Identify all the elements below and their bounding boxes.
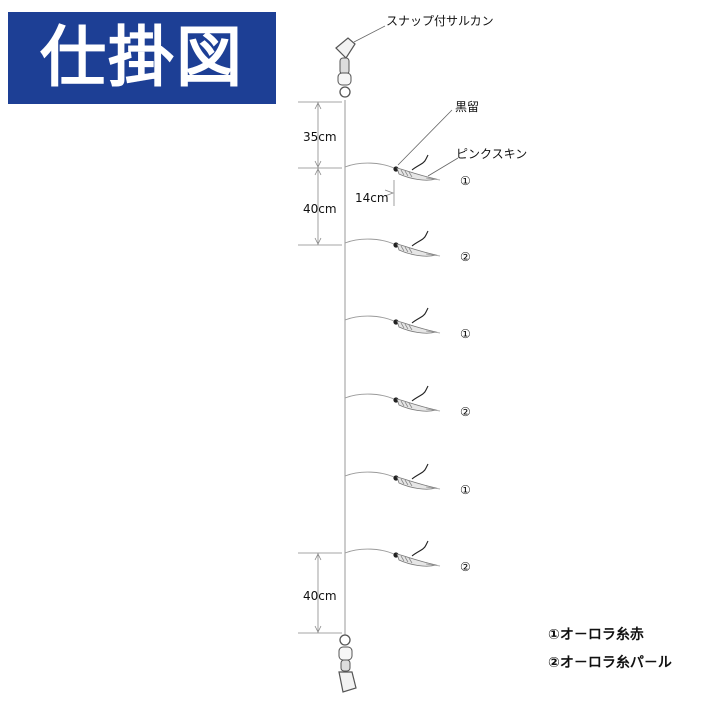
hook-marker: ① — [460, 174, 471, 188]
bottom-swivel-icon — [338, 634, 357, 693]
branch-lure-icon — [344, 154, 441, 181]
dimension-bottom-label: 40cm — [303, 589, 337, 603]
hook-marker: ② — [460, 560, 471, 574]
dimension-branch-label: 14cm — [355, 191, 389, 205]
kurodome-leader-line — [397, 109, 453, 166]
snap-swivel-label: スナップ付サルカン — [386, 14, 494, 28]
page-title: 仕掛図 — [40, 19, 244, 96]
branch-lure-icon — [344, 385, 441, 412]
branch-lure-icon — [344, 463, 441, 490]
dimension-lines — [298, 101, 395, 634]
hook-marker: ① — [460, 327, 471, 341]
branch-lure-icon — [344, 540, 441, 567]
hook-marker: ② — [460, 405, 471, 419]
kurodome-label: 黒留 — [455, 100, 480, 114]
branch-lure-icon — [344, 307, 441, 334]
legend-item: ②オ－ロラ糸パ－ル — [548, 655, 672, 671]
hook-marker: ② — [460, 250, 471, 264]
hook-marker: ① — [460, 483, 471, 497]
snap-leader-line — [353, 25, 386, 43]
pink-skin-label: ピンクスキン — [456, 147, 528, 161]
title-banner: 仕掛図 — [8, 12, 276, 104]
branch-lure-icon — [344, 230, 441, 257]
snap-swivel-icon — [335, 37, 356, 98]
legend-item: ①オ－ロラ糸赤 — [548, 627, 644, 643]
dimension-top-label: 35cm — [303, 130, 337, 144]
pinkskin-leader-line — [427, 157, 459, 177]
dimension-second-label: 40cm — [303, 202, 337, 216]
